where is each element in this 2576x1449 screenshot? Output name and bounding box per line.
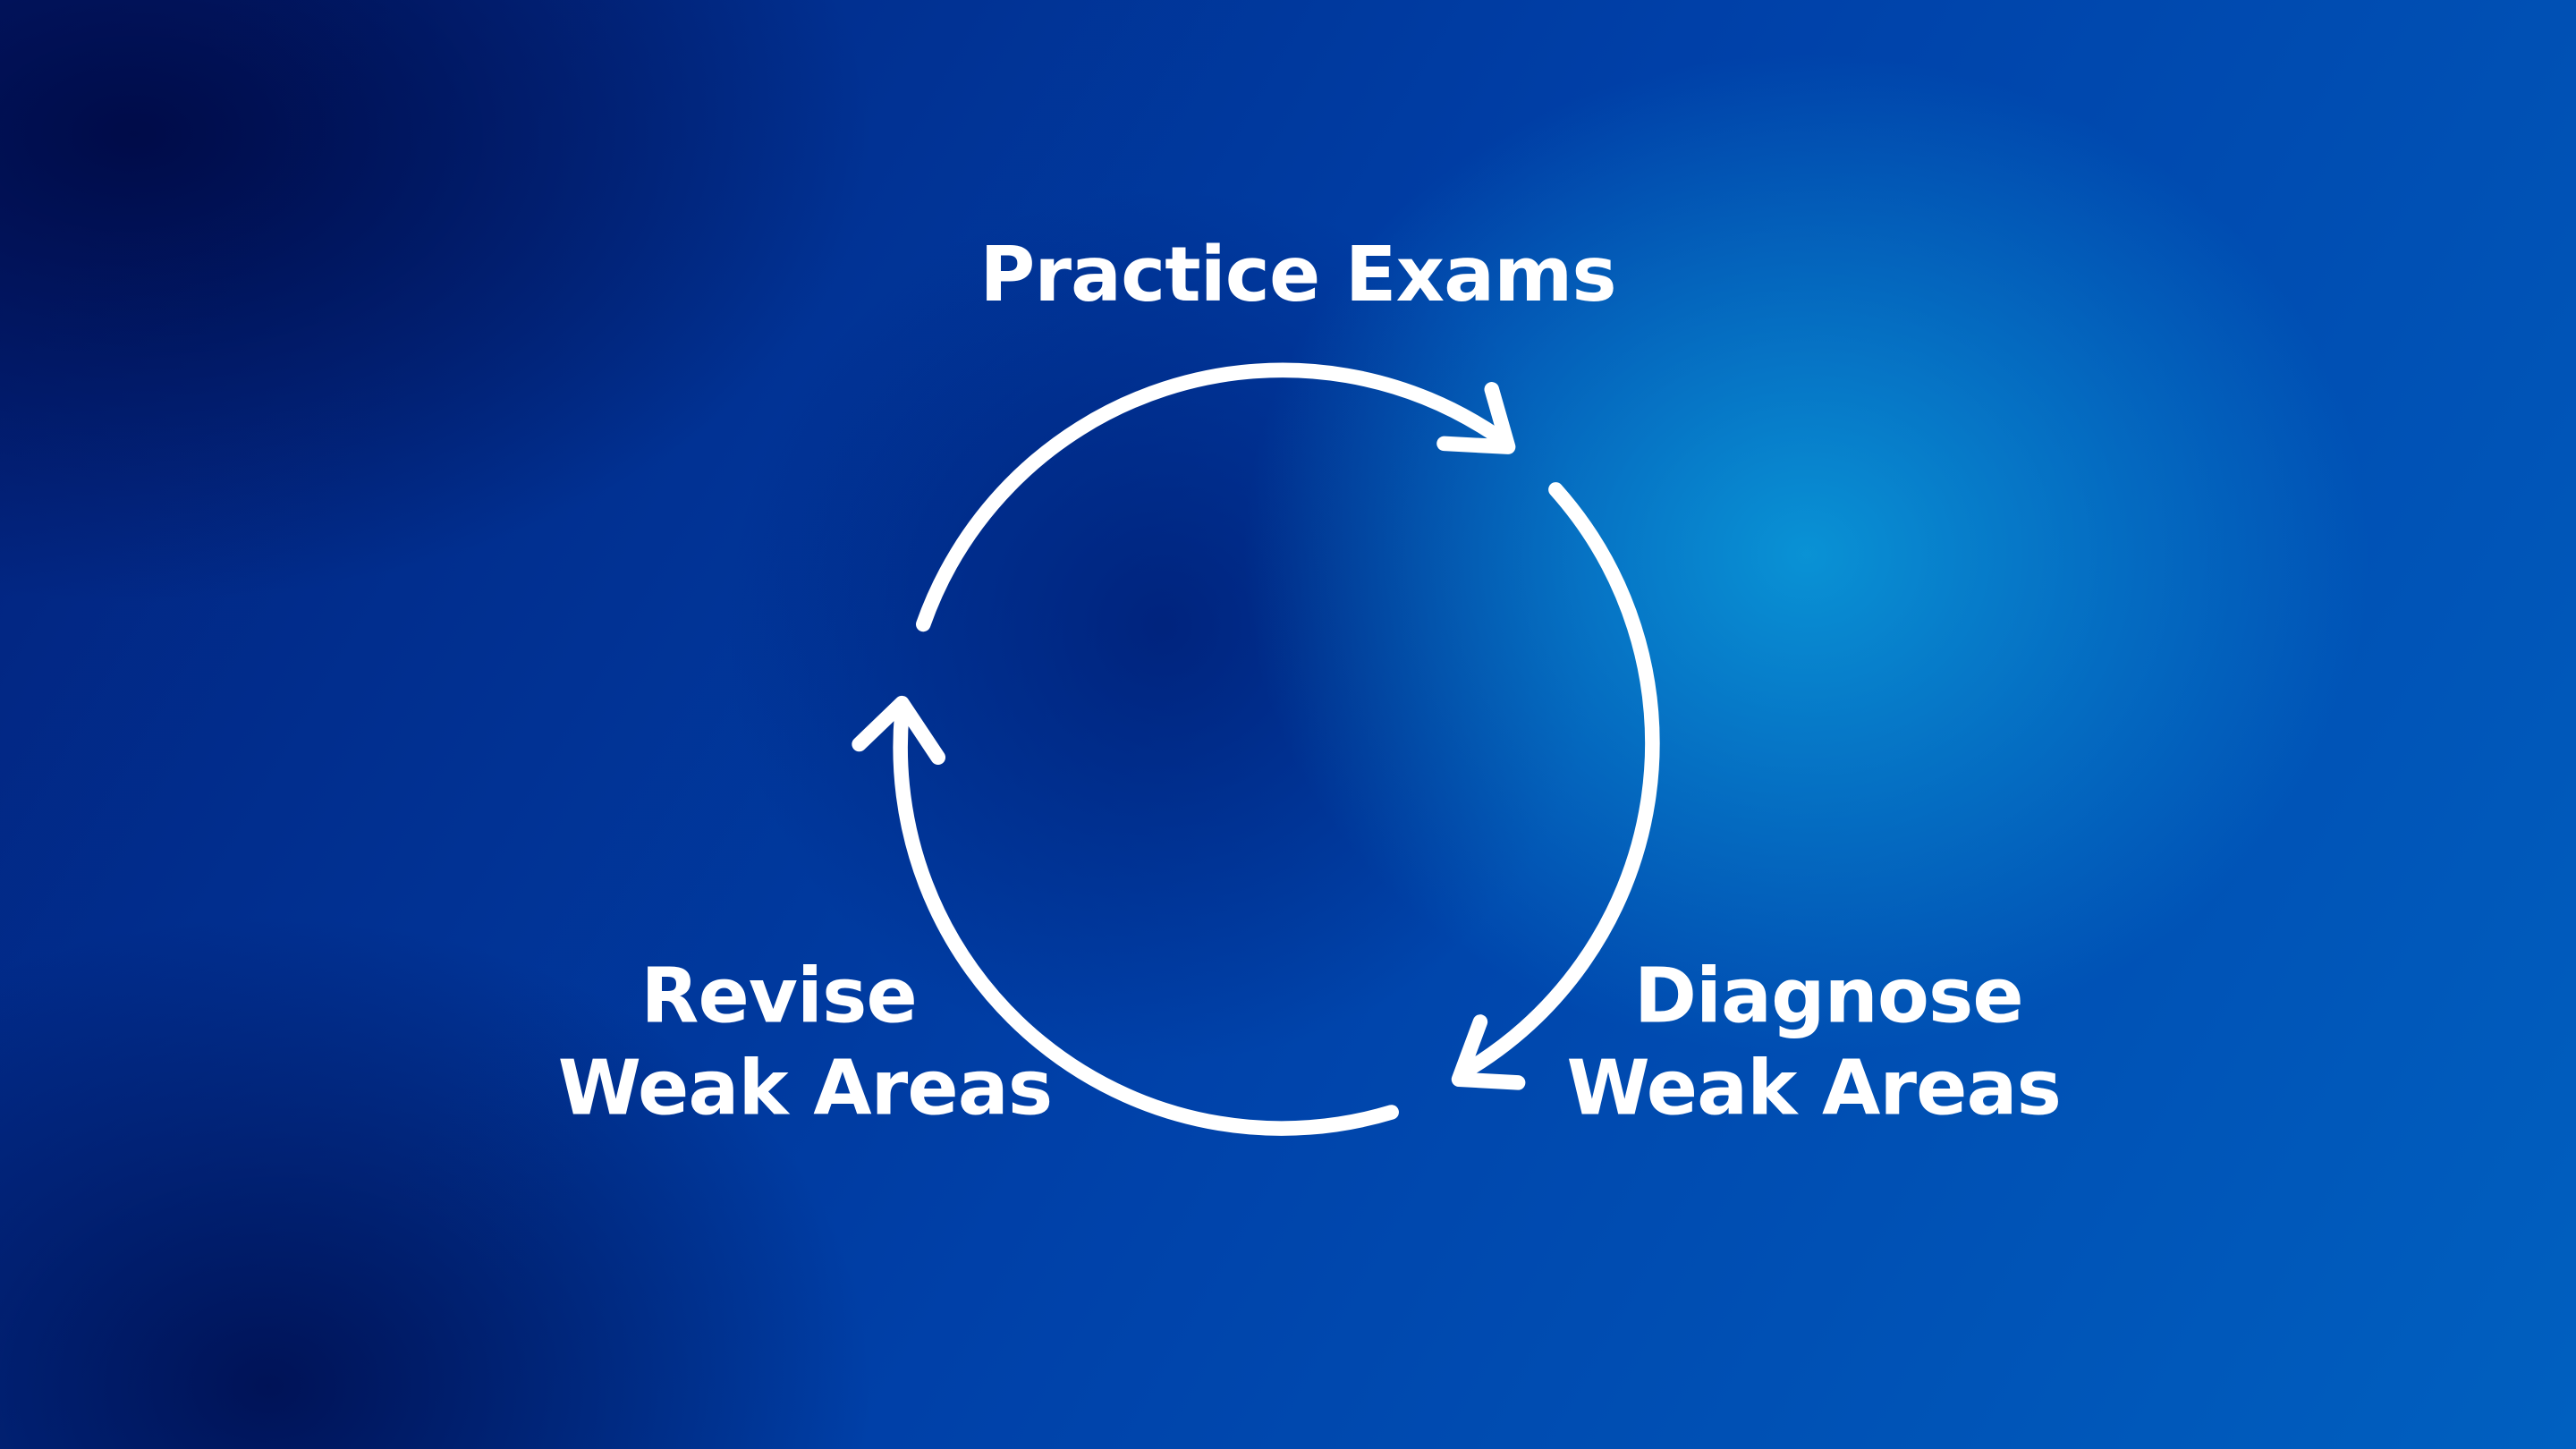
arrow-revise-to-practice	[852, 695, 1399, 1136]
step-label-revise-line2: Weak Areas	[558, 1044, 1052, 1131]
arrowhead-icon	[1436, 382, 1516, 454]
step-label-diagnose-line1: Diagnose	[1634, 952, 2023, 1039]
arrowhead-icon	[852, 695, 946, 766]
arrow-diagnose-to-revise	[1451, 482, 1660, 1090]
arrowhead-icon	[1451, 1014, 1526, 1090]
step-label-diagnose-line2: Weak Areas	[1567, 1044, 2061, 1131]
step-label-practice-exams: Practice Exams	[979, 231, 1615, 318]
step-label-revise-line1: Revise	[640, 952, 916, 1039]
arrow-practice-to-diagnose	[915, 362, 1516, 632]
